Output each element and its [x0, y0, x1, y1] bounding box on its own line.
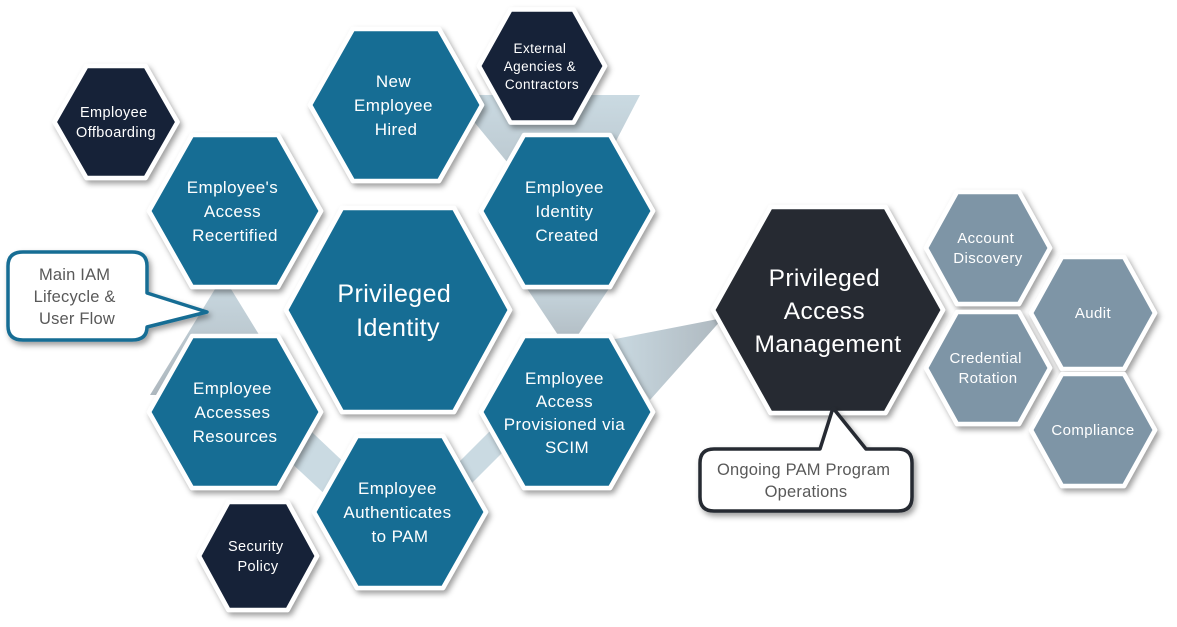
account-discovery-label: Account Discovery [953, 230, 1023, 267]
hexagon-security-policy [196, 499, 320, 613]
label-line: Ongoing PAM Program [717, 461, 890, 479]
connector-identity-created-scim [520, 278, 616, 350]
connector-scim-pam [610, 318, 723, 400]
label-line: Operations [765, 483, 848, 501]
label-line: Credential [950, 350, 1022, 367]
label-line: Created [535, 226, 598, 245]
label-line: Access [204, 202, 261, 221]
label-line: Identity [535, 202, 593, 221]
new-employee-hired-label: New Employee Hired [354, 72, 438, 139]
hexagon-privileged-access-management [710, 204, 946, 416]
credential-rotation-label: Credential Rotation [950, 350, 1027, 387]
hexagon-new-employee-hired [307, 26, 485, 184]
label-line: Agencies & [504, 59, 576, 74]
label-line: Access [784, 298, 865, 325]
label-line: Authenticates [343, 503, 451, 522]
label-line: to PAM [372, 527, 429, 546]
label-line: Employee [80, 105, 148, 121]
employee-offboarding-label: Employee Offboarding [76, 105, 156, 141]
label-line: Accesses [194, 403, 270, 422]
label-line: SCIM [545, 438, 589, 457]
access-recertified-label: Employee's Access Recertified [187, 178, 283, 245]
hexagon-accesses-resources [146, 333, 324, 491]
label-line: Provisioned via [504, 415, 625, 434]
accesses-resources-label: Employee Accesses Resources [193, 379, 278, 446]
label-line: Management [754, 331, 901, 358]
callout-ongoing-pam-label: Ongoing PAM Program Operations [717, 461, 895, 501]
security-policy-label: Security Policy [228, 539, 288, 575]
label-line: Hired [375, 120, 418, 139]
callout-main-iam-bubble [6, 250, 209, 342]
label-line: Employee [525, 178, 604, 197]
audit-label: Audit [1075, 305, 1112, 322]
label-line: Recertified [192, 226, 278, 245]
hexagon-compliance [1028, 371, 1158, 489]
label-line: Main IAM [39, 266, 110, 284]
hexagon-authenticates-pam [311, 433, 489, 591]
label-line: Employee [354, 96, 433, 115]
label-line: Privileged [337, 280, 451, 308]
label-line: Discovery [953, 250, 1023, 267]
label-line: Employee [193, 379, 272, 398]
label-line: User Flow [39, 310, 115, 328]
label-line: Employee [525, 369, 604, 388]
label-line: Compliance [1051, 422, 1134, 439]
hexagon-external-agencies-contractors [476, 7, 608, 125]
label-line: Audit [1075, 305, 1112, 322]
label-line: Offboarding [76, 125, 156, 141]
hexagon-audit [1028, 254, 1158, 372]
label-line: Employee's [187, 178, 278, 197]
label-line: Resources [193, 427, 278, 446]
hexagon-access-recertified [146, 132, 324, 290]
label-line: New [376, 72, 412, 91]
label-line: Employee [358, 479, 437, 498]
callout-main-iam-label: Main IAM Lifecycle & User Flow [34, 266, 121, 328]
hexagon-credential-rotation [923, 309, 1053, 427]
identity-created-label: Employee Identity Created [525, 178, 609, 245]
hexagon-privileged-identity [283, 205, 513, 415]
label-line: External [514, 41, 567, 56]
privileged-access-management-label: Privileged Access Management [754, 265, 901, 358]
provisioned-scim-label: Employee Access Provisioned via SCIM [504, 369, 630, 457]
hexagon-account-discovery [923, 189, 1053, 307]
authenticates-pam-label: Employee Authenticates to PAM [343, 479, 456, 546]
external-agencies-label: External Agencies & Contractors [504, 41, 580, 92]
compliance-label: Compliance [1051, 422, 1134, 439]
callout-ongoing-pam-bubble [698, 406, 914, 513]
label-line: Security [228, 539, 284, 555]
label-line: Contractors [505, 77, 579, 92]
hexagon-employee-offboarding [52, 63, 180, 181]
label-line: Rotation [958, 370, 1017, 387]
label-line: Access [536, 392, 593, 411]
label-line: Account [957, 230, 1014, 247]
label-line: Privileged [769, 265, 881, 292]
hexagon-identity-created [478, 132, 656, 290]
label-line: Lifecycle & [34, 288, 116, 306]
hexagon-provisioned-scim [478, 333, 656, 491]
privileged-identity-label: Privileged Identity [337, 280, 458, 342]
label-line: Identity [356, 314, 440, 342]
label-line: Policy [237, 559, 278, 575]
